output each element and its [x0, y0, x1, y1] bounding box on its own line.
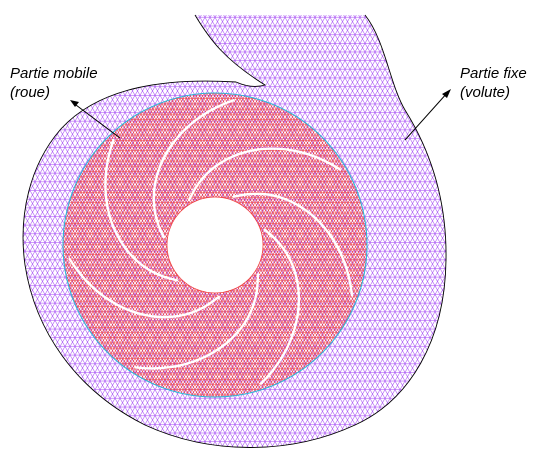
impeller-blade	[68, 257, 221, 319]
impeller-blade	[134, 273, 260, 370]
volute-tongue-outline	[194, 14, 267, 87]
arrow-fixed-part	[404, 91, 449, 141]
impeller-blade	[104, 138, 179, 282]
interface-ring	[62, 92, 368, 398]
label-rotating-part-line1: Partie mobile	[10, 65, 98, 82]
label-fixed-part-line2: (volute)	[460, 84, 511, 101]
impeller-rotating-part	[62, 92, 368, 398]
label-fixed-part-line1: Partie fixe	[460, 65, 527, 82]
label-rotating-part-line2: (roue)	[10, 84, 51, 101]
impeller-blades	[68, 99, 354, 385]
impeller-blade	[187, 147, 341, 202]
impeller-blade	[259, 228, 301, 385]
arrowhead-fixed-part-icon	[442, 89, 451, 98]
impeller-blade	[232, 192, 354, 297]
arrows	[70, 89, 451, 141]
label-fixed-part: Partie fixe (volute)	[460, 64, 527, 102]
impeller-eye-outline	[166, 196, 264, 294]
impeller-eye	[167, 197, 263, 293]
label-rotating-part: Partie mobile (roue)	[10, 64, 98, 102]
arrowhead-rotating-part-icon	[70, 100, 79, 107]
volute-outline	[22, 14, 447, 448]
arrow-rotating-part	[71, 101, 121, 139]
impeller-blade	[152, 99, 235, 239]
